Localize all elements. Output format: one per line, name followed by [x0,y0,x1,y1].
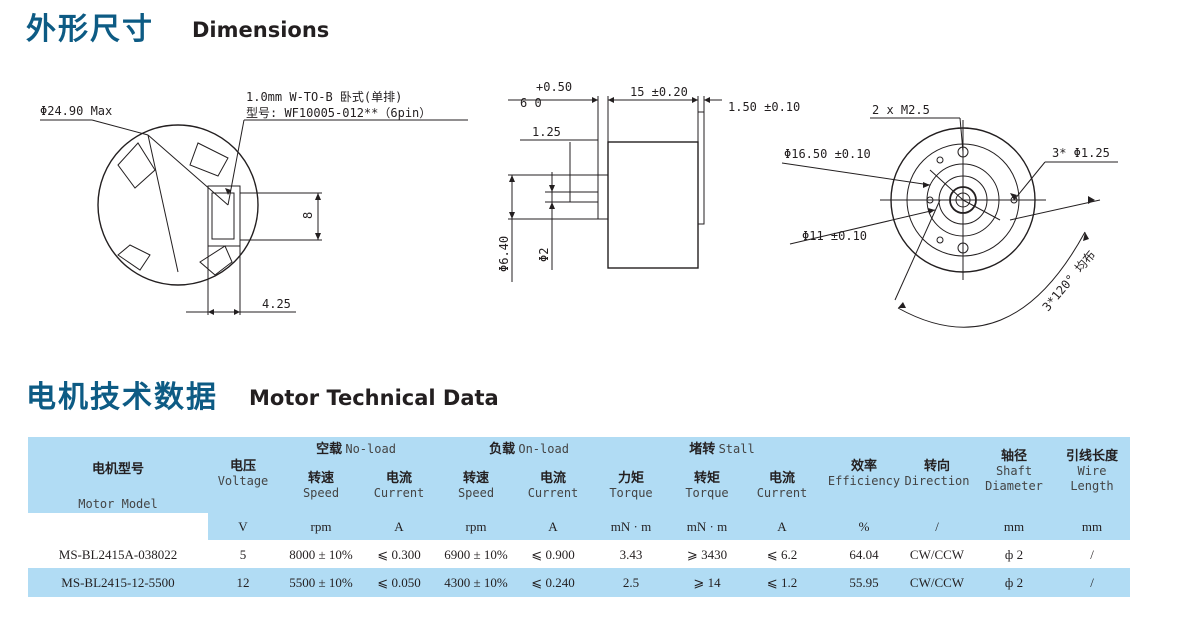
section-title-dimensions-en: Dimensions [192,18,330,42]
table-header-bg [28,437,1130,513]
header-wire: 引线长度 Wire Length [1065,449,1118,493]
dim-label-2: Φ2 [537,248,551,262]
section-title-data-cn: 电机技术数据 [26,380,218,415]
header-onload: 负载 On-load [489,442,569,457]
pcb-plate [697,111,705,225]
header-voltage: 电压 Voltage [217,459,269,488]
bearing-boss [597,174,609,220]
unit-cell: / [935,519,939,534]
section-title-data-en: Motor Technical Data [249,386,499,410]
dim-label-8: 8 [301,212,315,219]
connector-note-line1: 1.0mm W-TO-B 卧式(单排) [246,90,402,104]
motor-outline-circle [97,124,259,286]
connector-outline [207,185,241,247]
header-model: 电机型号 Motor Model [78,462,158,511]
unit-cell: mm [1003,519,1025,534]
table-unit-row-bg [208,513,1130,540]
unit-cell: mN · m [686,519,728,534]
dim-label-11: Φ11 ±0.10 [802,229,867,243]
unit-cell: rpm [465,519,487,534]
dim-label-screws: 2 x M2.5 [872,103,930,117]
unit-cell: % [858,519,870,534]
dimension-drawing: Φ24.90 Max 1.0mm W-TO-B 卧式(单排) 型号: WF100… [40,80,1118,328]
header-shaft: 轴径 Shaft Diameter [985,449,1043,493]
dim-label-15: 15 ±0.20 [630,85,688,99]
unit-cell: mN · m [610,519,652,534]
dim-label-4-25: 4.25 [262,297,291,311]
pad-shape [117,244,151,271]
dim-label-16-50: Φ16.50 ±0.10 [784,147,871,161]
motor-body-side [607,141,699,269]
pad-shape [199,245,233,276]
dim-label-6-40: Φ6.40 [497,236,511,272]
shaft [569,191,599,203]
dim-label-diameter: Φ24.90 Max [40,104,112,118]
dim-label-tol-base: 6 0 [520,96,542,110]
dim-label-holes: 3* Φ1.25 [1052,146,1110,160]
dim-label-1-25: 1.25 [532,125,561,139]
table-row: MS-BL2415-12-5500 12 5500 ± 10% ⩽ 0.050 … [28,568,1130,597]
dim-label-1-50: 1.50 ±0.10 [728,100,800,114]
pad-shape [117,142,156,189]
connector-note-line2: 型号: WF10005-012**（6pin） [246,106,431,120]
dim-label-tol-plus: +0.50 [536,80,572,94]
unit-cell: A [394,519,404,534]
mount-hole [936,236,944,244]
table-row: MS-BL2415A-038022 5 8000 ± 10% ⩽ 0.300 6… [58,547,1094,562]
unit-cell: mm [1081,519,1103,534]
unit-cell: V [238,519,248,534]
pad-shape [189,142,229,177]
connector-inner [211,192,235,240]
unit-cell: rpm [310,519,332,534]
header-noload: 空载 No-load [316,442,396,457]
mount-hole [936,156,944,164]
unit-cell: A [548,519,558,534]
unit-cell: A [777,519,787,534]
header-stall: 堵转 Stall [689,442,755,457]
section-title-dimensions-cn: 外形尺寸 [26,12,154,47]
dim-label-spacing: 3*120° 均布 [1040,248,1099,314]
motor-data-table: 电机型号 Motor Model 电压 Voltage 空载 No-load 负… [28,437,1130,597]
